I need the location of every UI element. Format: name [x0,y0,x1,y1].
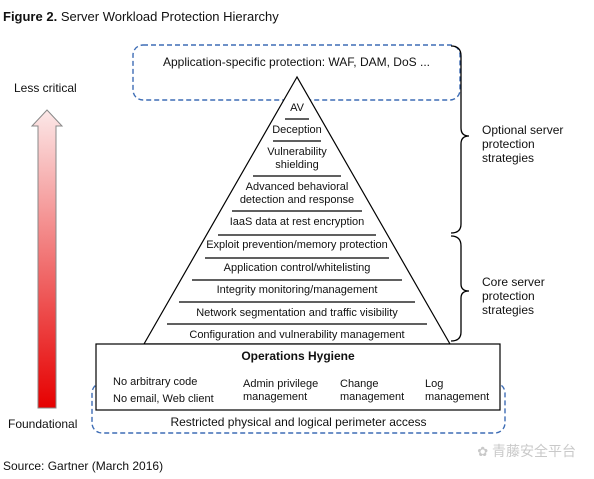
layer-configuration-management: Configuration and vulnerability manageme… [189,329,405,341]
layer-advanced-behavioral: Advanced behavioral detection and respon… [239,181,355,206]
layer-vulnerability-shielding: Vulnerability shielding [267,146,327,171]
layer-application-control: Application control/whitelisting [223,262,371,274]
layer-integrity-monitoring: Integrity monitoring/management [216,284,378,296]
layer-deception: Deception [272,124,322,136]
less-critical-label: Less critical [14,81,77,95]
core-strategies-label: Core server protection strategies [482,275,545,317]
figure-title-text: Server Workload Protection Hierarchy [60,9,279,24]
hygiene-item-arbitrary-code: No arbitrary code [113,376,198,388]
watermark-text: 青藤安全平台 [492,443,576,459]
bottom-band-label: Restricted physical and logical perimete… [170,415,427,429]
figure-title: Figure 2. Server Workload Protection Hie… [3,9,279,24]
layer-network-segmentation: Network segmentation and traffic visibil… [196,307,398,319]
criticality-arrow [30,109,64,409]
watermark: ✿ 青藤安全平台 [477,441,576,461]
pyramid-layer-lines [167,118,427,325]
wechat-icon: ✿ [477,444,489,459]
top-band-border [132,44,461,101]
hygiene-item-change: Change management [340,378,405,403]
hygiene-item-log: Log management [425,378,490,403]
optional-brace [450,45,470,234]
layer-iaas-encryption: IaaS data at rest encryption [229,216,365,228]
source-note: Source: Gartner (March 2016) [3,459,164,473]
operations-hygiene-box [95,343,501,411]
foundational-label: Foundational [8,417,78,431]
layer-av: AV [290,102,304,114]
figure-number: Figure 2. [3,9,58,24]
core-brace [450,235,470,342]
hygiene-item-email-web: No email, Web client [113,393,214,405]
hygiene-item-admin-privilege: Admin privilege management [243,378,319,403]
layer-exploit-prevention: Exploit prevention/memory protection [206,239,388,251]
operations-hygiene-title: Operations Hygiene [241,349,355,363]
optional-strategies-label: Optional server protection strategies [482,123,564,165]
top-band-label: Application-specific protection: WAF, DA… [163,55,430,69]
